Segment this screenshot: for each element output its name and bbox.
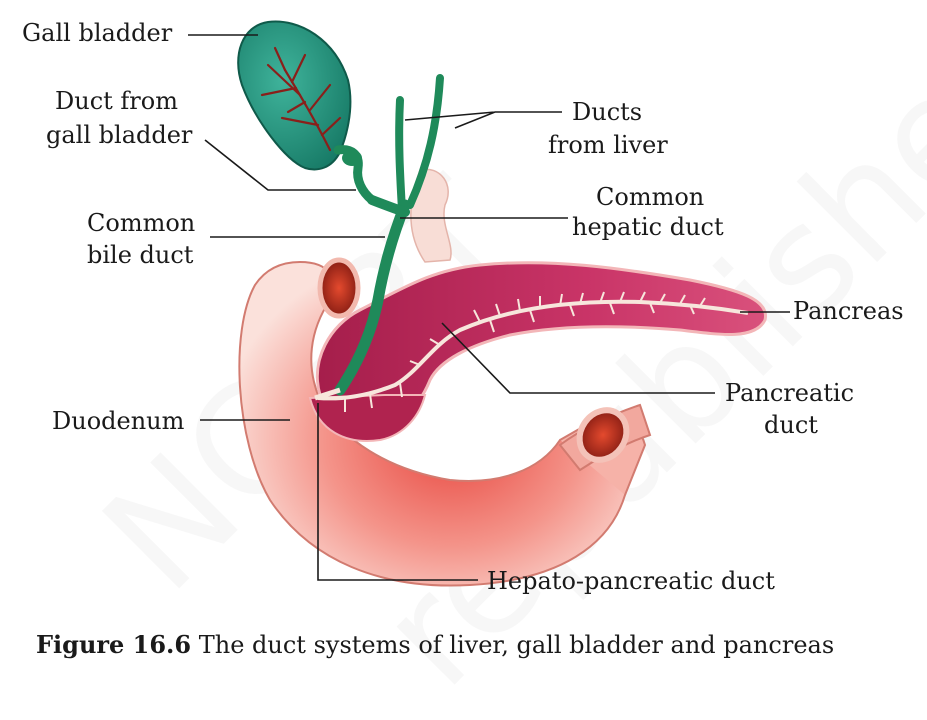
label-pancreas: Pancreas bbox=[793, 297, 904, 325]
label-pancreatic-duct-line2: duct bbox=[764, 411, 818, 439]
duodenum-lumen-lower bbox=[576, 407, 630, 463]
pancreatic-duct bbox=[317, 299, 749, 401]
label-pancreatic-duct-line1: Pancreatic bbox=[725, 379, 855, 407]
pancreatic-duct-branches bbox=[344, 291, 706, 412]
label-duct-from-gall-bladder-line1: Duct from bbox=[55, 87, 178, 115]
common-hepatic-junction bbox=[367, 195, 410, 217]
cystic-duct-neck bbox=[342, 150, 362, 166]
figure-number: Figure 16.6 bbox=[36, 630, 192, 659]
label-hepato-pancreatic-duct: Hepato-pancreatic duct bbox=[487, 567, 775, 595]
label-gall-bladder: Gall bladder bbox=[22, 19, 173, 47]
label-common-hepatic-duct-line1: Common bbox=[596, 183, 705, 211]
gall-bladder bbox=[237, 20, 352, 171]
hepatic-duct-left bbox=[395, 96, 406, 214]
common-bile-duct bbox=[334, 199, 411, 396]
figure-caption: Figure 16.6 The duct systems of liver, g… bbox=[36, 630, 834, 659]
pancreas-head bbox=[308, 394, 427, 442]
leader-lines bbox=[188, 34, 790, 581]
duodenum-lumen-upper bbox=[317, 257, 361, 319]
gall-bladder-vessels bbox=[260, 46, 342, 152]
liver-tissue bbox=[410, 168, 452, 263]
hepatic-duct-right bbox=[406, 74, 444, 209]
label-ducts-from-liver-line1: Ducts bbox=[572, 98, 643, 126]
label-ducts-from-liver-line2: from liver bbox=[548, 131, 668, 159]
label-common-bile-duct-line1: Common bbox=[87, 209, 196, 237]
hepato-pancreatic-ampulla bbox=[314, 387, 341, 401]
duct-system-diagram bbox=[188, 20, 790, 587]
figure-caption-text: The duct systems of liver, gall bladder … bbox=[198, 631, 835, 659]
label-common-hepatic-duct-line2: hepatic duct bbox=[572, 213, 724, 241]
label-duodenum: Duodenum bbox=[52, 407, 185, 435]
label-common-bile-duct-line2: bile duct bbox=[87, 241, 194, 269]
label-duct-from-gall-bladder-line2: gall bladder bbox=[46, 121, 193, 149]
